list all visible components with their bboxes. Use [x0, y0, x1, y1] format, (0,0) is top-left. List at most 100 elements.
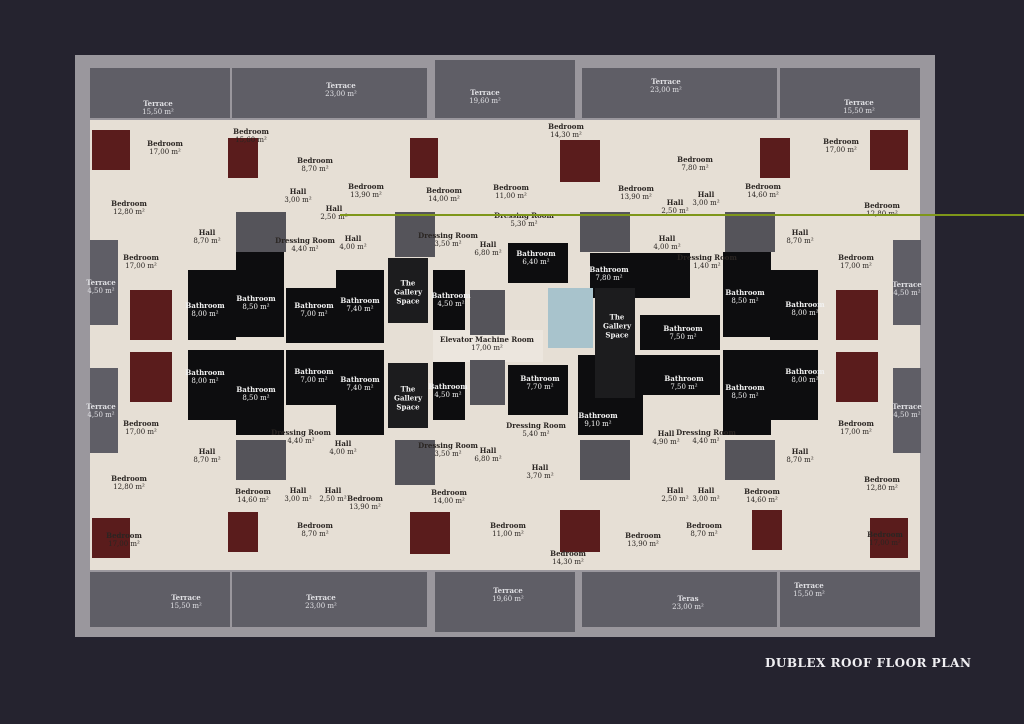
- room-name: Dressing Room: [676, 428, 736, 437]
- bathroom-area: [640, 315, 720, 350]
- room-area: 17,00 m²: [471, 344, 503, 352]
- room-name: Bathroom: [236, 294, 276, 303]
- room-name: Bathroom: [520, 374, 560, 383]
- room-name: Bedroom: [548, 122, 584, 131]
- room-area: 8,70 m²: [786, 237, 814, 245]
- room-area: 1,40 m²: [693, 262, 721, 270]
- room-area: 6,40 m²: [522, 258, 550, 266]
- room-name: Bedroom: [297, 521, 333, 530]
- room-name: Bathroom: [663, 324, 703, 333]
- bed-icon: [560, 140, 600, 182]
- room-name: Dressing Room: [677, 253, 737, 262]
- room-name: Bedroom: [426, 186, 462, 195]
- room-name: Bathroom: [725, 288, 765, 297]
- room-name: Terrace: [306, 593, 336, 602]
- room-area: 11,00 m²: [495, 192, 527, 200]
- terrace-area: [582, 572, 777, 627]
- room-name: Terrace: [651, 77, 681, 86]
- room-area: 7,50 m²: [669, 333, 697, 341]
- room-name: Terrace: [171, 593, 201, 602]
- room-area: 3,00 m²: [284, 196, 312, 204]
- room-area: 4,40 m²: [692, 437, 720, 445]
- staircase: [725, 440, 775, 480]
- room-area: 17,00 m²: [125, 428, 157, 436]
- room-name: The Gallery Space: [393, 384, 423, 412]
- room-area: 13,90 m²: [350, 191, 382, 199]
- room-name: Hall: [657, 429, 675, 438]
- room-area: 2,50 m²: [661, 495, 689, 503]
- room-name: Bedroom: [123, 253, 159, 262]
- room-name: Bathroom: [185, 301, 225, 310]
- room-area: 7,80 m²: [595, 274, 623, 282]
- room-name: Bathroom: [578, 411, 618, 420]
- room-name: Terrace: [86, 278, 116, 287]
- room-name: Bathroom: [725, 383, 765, 392]
- room-area: 23,00 m²: [305, 602, 337, 610]
- room-area: 8,00 m²: [791, 309, 819, 317]
- room-area: 13,90 m²: [620, 193, 652, 201]
- room-name: Bedroom: [431, 488, 467, 497]
- room-area: 4,50 m²: [437, 300, 465, 308]
- room-area: 15,50 m²: [793, 590, 825, 598]
- room-name: Hall: [697, 486, 715, 495]
- gallery-label: The Gallery Space: [391, 279, 425, 306]
- room-name: Terrace: [143, 99, 173, 108]
- room-area: 8,50 m²: [242, 303, 270, 311]
- room-name: Dressing Room: [271, 428, 331, 437]
- room-name: Terrace: [326, 81, 356, 90]
- room-name: Bedroom: [123, 419, 159, 428]
- room-area: 11,00 m²: [492, 530, 524, 538]
- gallery-label: The Gallery Space: [600, 313, 634, 340]
- bed-icon: [92, 130, 130, 170]
- room-area: 14,00 m²: [433, 497, 465, 505]
- room-name: Bathroom: [428, 382, 468, 391]
- bed-icon: [836, 352, 878, 402]
- room-area: 3,00 m²: [692, 199, 720, 207]
- room-area: 7,70 m²: [526, 383, 554, 391]
- room-area: 15,50 m²: [843, 107, 875, 115]
- room-area: 14,30 m²: [550, 131, 582, 139]
- room-name: Elevator Machine Room: [440, 335, 534, 344]
- room-name: Bedroom: [838, 419, 874, 428]
- bathroom-area: [188, 350, 236, 420]
- room-area: 12,80 m²: [113, 483, 145, 491]
- room-area: 8,00 m²: [191, 310, 219, 318]
- room-name: Hall: [666, 486, 684, 495]
- staircase: [236, 440, 286, 480]
- room-name: Bathroom: [431, 291, 471, 300]
- gallery-label: The Gallery Space: [391, 385, 425, 412]
- room-name: Bathroom: [185, 368, 225, 377]
- room-area: 6,80 m²: [474, 455, 502, 463]
- room-area: 2,50 m²: [661, 207, 689, 215]
- room-area: 8,70 m²: [301, 530, 329, 538]
- room-area: 17,00 m²: [825, 146, 857, 154]
- room-name: Bedroom: [838, 253, 874, 262]
- bathroom-area: [770, 270, 818, 340]
- staircase: [725, 212, 775, 252]
- room-area: 14,60 m²: [747, 191, 779, 199]
